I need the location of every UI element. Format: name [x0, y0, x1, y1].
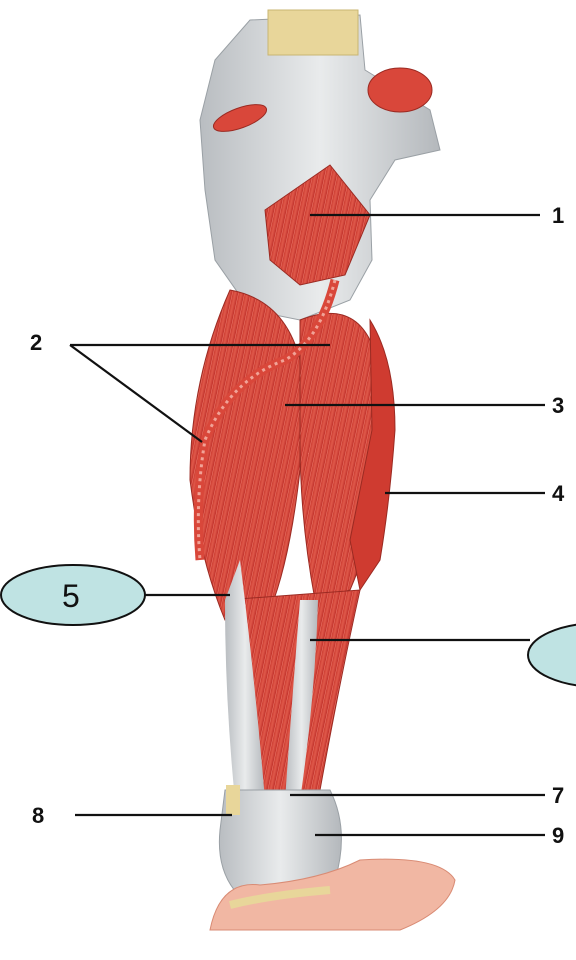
label-2: 2: [30, 330, 42, 355]
leader-2b: [70, 345, 202, 442]
label-9: 9: [552, 823, 564, 848]
label-1: 1: [552, 203, 564, 228]
cut-muscle-right: [368, 68, 432, 112]
label-8: 8: [32, 803, 44, 828]
oval-5-text: 5: [62, 578, 80, 614]
oval-6: [528, 623, 576, 687]
leg-illustration: [190, 10, 455, 930]
ankle-bone: [226, 785, 240, 815]
label-7: 7: [552, 783, 564, 808]
femur-bone: [268, 10, 358, 55]
label-4: 4: [552, 481, 565, 506]
label-3: 3: [552, 393, 564, 418]
